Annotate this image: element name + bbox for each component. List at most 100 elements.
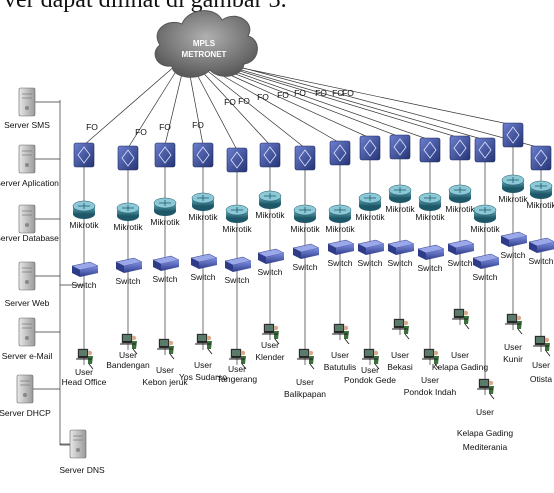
fo-link	[207, 64, 371, 139]
switch-label: Switch	[327, 258, 352, 268]
router-label: Mikrotik	[470, 224, 500, 234]
firewall-icon	[359, 135, 381, 161]
user-label: User	[331, 350, 349, 360]
branch-name-label: Batutulis	[324, 362, 357, 372]
user-label: User	[391, 350, 409, 360]
fo-link	[223, 64, 486, 141]
switch-icon	[417, 244, 445, 260]
router-icon	[258, 190, 282, 209]
router-icon	[358, 192, 382, 211]
user-workstation-icon	[120, 333, 138, 355]
firewall-icon	[117, 145, 139, 171]
fo-link	[199, 64, 306, 149]
router-icon	[529, 180, 553, 199]
switch-label: Switch	[71, 280, 96, 290]
fo-label: FO	[135, 127, 147, 137]
switch-icon	[257, 248, 285, 264]
fo-link	[164, 64, 185, 146]
fo-label: FO	[294, 88, 306, 98]
switch-label: Switch	[190, 272, 215, 282]
router-label: Mikrotik	[325, 224, 355, 234]
user-workstation-icon	[332, 323, 350, 345]
server-icon	[18, 204, 36, 234]
fo-link	[191, 64, 238, 151]
server-label: Server Database	[0, 233, 59, 243]
router-icon	[116, 202, 140, 221]
router-label: Mikrotik	[188, 212, 218, 222]
switch-icon	[292, 243, 320, 259]
firewall-icon	[474, 137, 496, 163]
server-node: Server Web	[5, 261, 60, 308]
firewall-icon	[419, 137, 441, 163]
user-label: User	[451, 350, 469, 360]
router-icon	[328, 204, 352, 223]
user-label: User	[75, 367, 93, 377]
fo-label: FO	[315, 88, 327, 98]
server-label: Server DNS	[59, 465, 105, 475]
server-icon	[18, 87, 36, 117]
router-icon	[293, 204, 317, 223]
user-label: User	[194, 360, 212, 370]
firewall-icon	[226, 147, 248, 173]
switch-label: Switch	[257, 267, 282, 277]
user-label: User	[476, 407, 494, 417]
user-workstation-icon	[195, 333, 213, 355]
server-icon	[18, 317, 36, 347]
switch-label: Switch	[224, 275, 249, 285]
branch-name-label: Tangerang	[217, 374, 257, 384]
fo-label: FO	[277, 90, 289, 100]
fo-label: FO	[238, 96, 250, 106]
firewall-icon	[73, 142, 95, 168]
switch-label: Switch	[357, 258, 382, 268]
switch-icon	[190, 253, 218, 269]
cloud-label-line2: METRONET	[182, 50, 227, 59]
user-label: User	[261, 340, 279, 350]
router-icon	[418, 192, 442, 211]
switch-label: Switch	[115, 276, 140, 286]
router-label: Mikrotik	[415, 212, 445, 222]
server-icon	[16, 374, 34, 404]
router-label: Mikrotik	[222, 224, 252, 234]
firewall-icon	[154, 142, 176, 168]
user-label: User	[228, 364, 246, 374]
user-workstation-icon	[76, 348, 94, 370]
router-label: Mikrotik	[150, 217, 180, 227]
switch-label: Switch	[500, 250, 525, 260]
firewall-icon	[502, 122, 524, 148]
branch-name-label: Bekasi	[387, 362, 413, 372]
caption-text: ver dapat dilihat di gambar 3.	[4, 0, 287, 13]
fo-link	[195, 64, 271, 146]
fo-label: FO	[332, 88, 344, 98]
fo-link	[227, 64, 514, 126]
server-node: Server DNS	[59, 429, 105, 475]
switch-icon	[152, 255, 180, 271]
router-label: Mikrotik	[445, 204, 475, 214]
switch-label: Switch	[528, 256, 553, 266]
fo-link	[215, 64, 431, 141]
firewall-icon	[449, 135, 471, 161]
switch-label: Switch	[292, 262, 317, 272]
user-workstation-icon	[422, 348, 440, 370]
user-label: User	[119, 350, 137, 360]
user-workstation-icon	[392, 318, 410, 340]
server-icon	[18, 261, 36, 291]
router-label: Mikrotik	[290, 224, 320, 234]
user-label: User	[361, 365, 379, 375]
branch-name-label: Kelapa Gading	[457, 428, 514, 438]
user-label: User	[156, 365, 174, 375]
switch-label: Switch	[472, 272, 497, 282]
branch-name-label: Kebon jeruk	[142, 377, 188, 387]
